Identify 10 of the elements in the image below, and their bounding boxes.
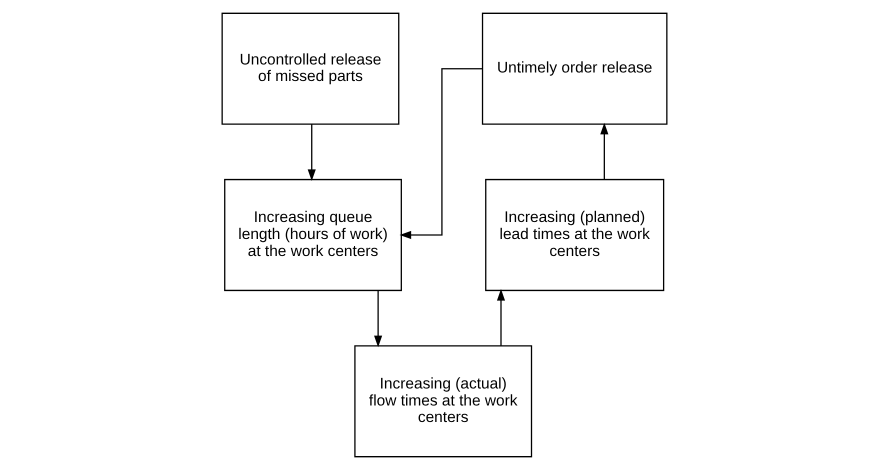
node-box: Increasing queue length (hours of work) at the work centers [224,178,402,292]
arrow [374,290,382,348]
arrow [399,68,482,240]
arrow [496,289,505,346]
node-box: Uncontrolled release of missed parts [221,12,399,125]
node-box: Increasing (actual) flow times at the work centers [354,345,532,458]
arrow [600,122,608,180]
arrow [307,124,316,181]
node-box: Increasing (planned) lead times at the work centers [484,178,664,292]
node-box: Untimely order release [481,12,667,125]
